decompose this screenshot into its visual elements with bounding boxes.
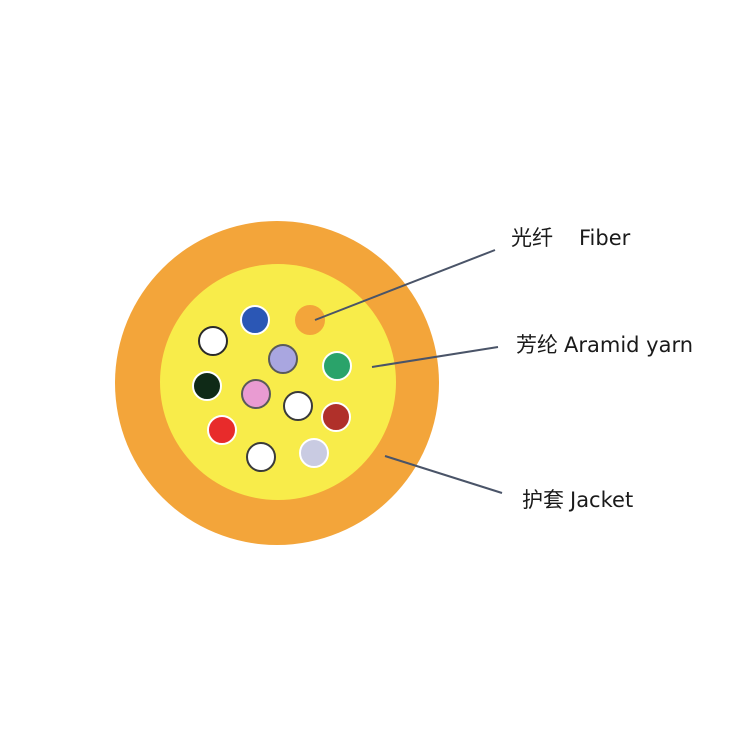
fiber-6 xyxy=(192,371,222,401)
aramid-yarn-label-cn: 芳纶 xyxy=(516,333,558,357)
jacket-label-cn: 护套 xyxy=(522,488,564,512)
fiber-9 xyxy=(321,402,351,432)
fiber-2 xyxy=(295,305,325,335)
jacket-leader-line xyxy=(384,455,503,494)
fiber-3 xyxy=(198,326,228,356)
fiber-8 xyxy=(283,391,313,421)
fiber-label-en: Fiber xyxy=(579,226,631,250)
fiber-5 xyxy=(322,351,352,381)
fibers-group xyxy=(192,305,352,472)
fiber-leader-line xyxy=(314,249,496,321)
fiber-label: 光纤 Fiber xyxy=(511,228,630,249)
fiber-1 xyxy=(240,305,270,335)
fiber-10 xyxy=(207,415,237,445)
aramid-yarn-label-en: Aramid yarn xyxy=(564,333,694,357)
jacket-label-en: Jacket xyxy=(570,488,634,512)
fiber-label-cn: 光纤 xyxy=(511,226,553,250)
fiber-4 xyxy=(268,344,298,374)
fiber-12 xyxy=(299,438,329,468)
fiber-11 xyxy=(246,442,276,472)
aramid-yarn-leader-line xyxy=(371,346,499,368)
fiber-7 xyxy=(241,379,271,409)
